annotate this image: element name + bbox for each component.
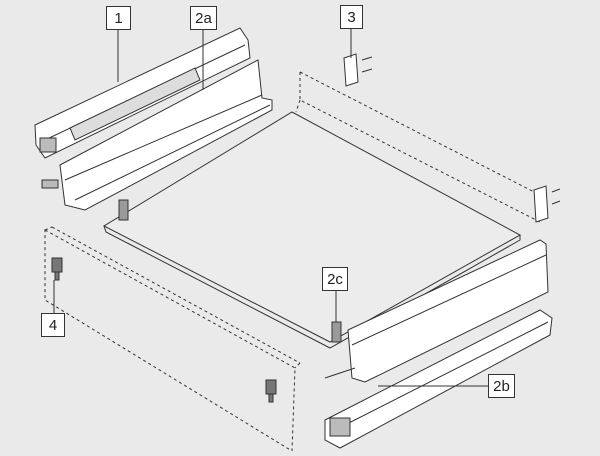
callout-label-3: 3 xyxy=(340,5,363,29)
callout-label-2c: 2c xyxy=(322,267,348,291)
front-fixing-lower xyxy=(265,379,277,403)
bottom-clip-left xyxy=(118,199,129,221)
callout-label-2b: 2b xyxy=(488,374,515,398)
callout-label-4: 4 xyxy=(41,313,65,337)
drawer-bottom-panel xyxy=(102,111,522,343)
leader-lines xyxy=(53,28,488,387)
back-bracket-upper xyxy=(343,53,373,87)
drawer-side-right xyxy=(324,239,549,383)
bottom-clip-right xyxy=(331,321,342,343)
drawer-side-left xyxy=(41,59,273,211)
callout-label-2a: 2a xyxy=(190,6,217,30)
callout-label-1: 1 xyxy=(106,6,131,30)
runner-rail-left xyxy=(34,27,251,159)
front-fixing-upper xyxy=(51,257,63,281)
back-bracket-lower xyxy=(533,185,561,223)
runner-rail-right xyxy=(324,309,553,449)
